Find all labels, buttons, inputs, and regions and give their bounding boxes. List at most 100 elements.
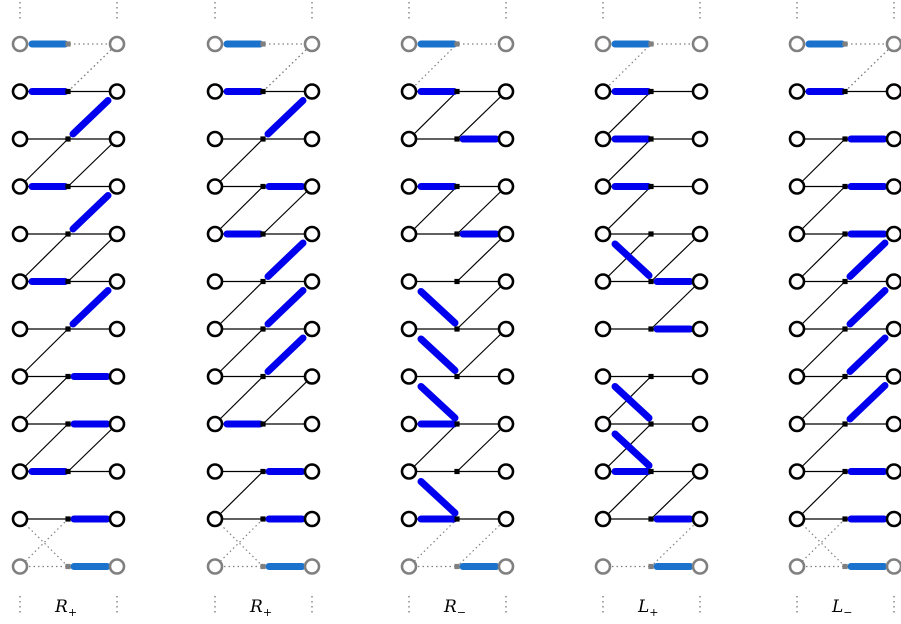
node-circle [108,510,126,528]
node-circle [594,463,612,480]
node-circle [497,510,515,528]
node-circle [303,415,321,433]
node-circle [400,273,418,290]
junction-square [260,326,266,332]
boundary-node [206,35,224,53]
node-circle [11,415,29,433]
junction-square [648,88,654,95]
diagonal-edge [650,471,701,520]
panel-4: L+ [594,2,709,619]
junction-square [648,136,654,142]
node-circle [400,320,418,338]
diagonal-edge [262,186,313,235]
junction-square [260,136,266,142]
strand-diagonal [417,288,459,327]
junction-square [65,41,71,47]
junction-square [454,278,460,285]
diagonal-edge [796,376,846,425]
node-circle [497,368,515,385]
node-circle [788,178,806,195]
junction-square [842,326,848,332]
boundary-node [303,35,321,53]
node-circle [303,510,321,528]
junction-square [842,516,848,522]
node-circle [400,225,418,243]
node-circle [11,225,29,243]
junction-square [454,326,460,332]
panel-label: L+ [637,597,659,619]
node-circle [400,463,418,480]
junction-square [842,421,848,427]
junction-square [648,278,654,285]
diagonal-edge [408,423,458,472]
boundary-node [400,558,418,575]
junction-square [260,563,266,570]
junction-square [648,183,654,190]
node-circle [400,415,418,433]
node-circle [11,130,29,148]
junction-square [65,468,71,475]
node-circle [400,130,418,148]
junction-square [648,468,654,475]
node-circle [594,130,612,148]
node-circle [788,83,806,100]
node-circle [11,368,29,385]
diagonal-edge [602,186,652,235]
node-circle [885,178,901,195]
junction-square [648,326,654,332]
diagonal-edge [796,423,846,472]
node-circle [885,320,901,338]
strand-diagonal [611,430,653,469]
diagonal-edge [19,138,69,187]
junction-square [454,41,460,47]
boundary-node [885,35,901,53]
junction-square [842,88,848,95]
node-circle [206,130,224,148]
panel-label-main: L [637,597,649,617]
boundary-node [594,558,612,575]
junction-square [842,136,848,142]
node-circle [691,273,709,290]
junction-square [454,136,460,142]
node-circle [108,83,126,100]
boundary-diagonal [844,43,895,92]
node-circle [691,368,709,385]
strand-diagonal [846,239,889,280]
node-circle [303,130,321,148]
junction-square [260,468,266,475]
diagonal-edge [456,91,507,140]
junction-square [454,563,460,570]
panel-5: L− [788,2,901,619]
junction-square [65,231,71,237]
diagonal-edge [214,376,264,425]
node-circle [497,415,515,433]
node-circle [691,130,709,148]
node-circle [497,130,515,148]
junction-square [65,136,71,142]
node-circle [691,463,709,480]
diagonal-edge [650,233,701,282]
junction-square [454,421,460,427]
boundary-node [497,558,515,575]
diagonal-edge [19,328,69,377]
strand-diagonal [611,383,653,422]
junction-square [65,278,71,285]
diagonal-edge [19,376,69,425]
junction-square [454,183,460,190]
panel-label-subscript: − [457,606,466,619]
boundary-node [497,35,515,53]
boundary-node [885,558,901,575]
node-circle [497,463,515,480]
panel-label: R− [443,597,466,619]
strand-diagonal [264,97,307,138]
node-circle [594,510,612,528]
boundary-node [108,35,126,53]
node-circle [691,320,709,338]
node-circle [788,320,806,338]
node-circle [885,130,901,148]
node-circle [594,415,612,433]
node-circle [594,178,612,195]
node-circle [400,178,418,195]
strand-diagonal [846,287,889,328]
